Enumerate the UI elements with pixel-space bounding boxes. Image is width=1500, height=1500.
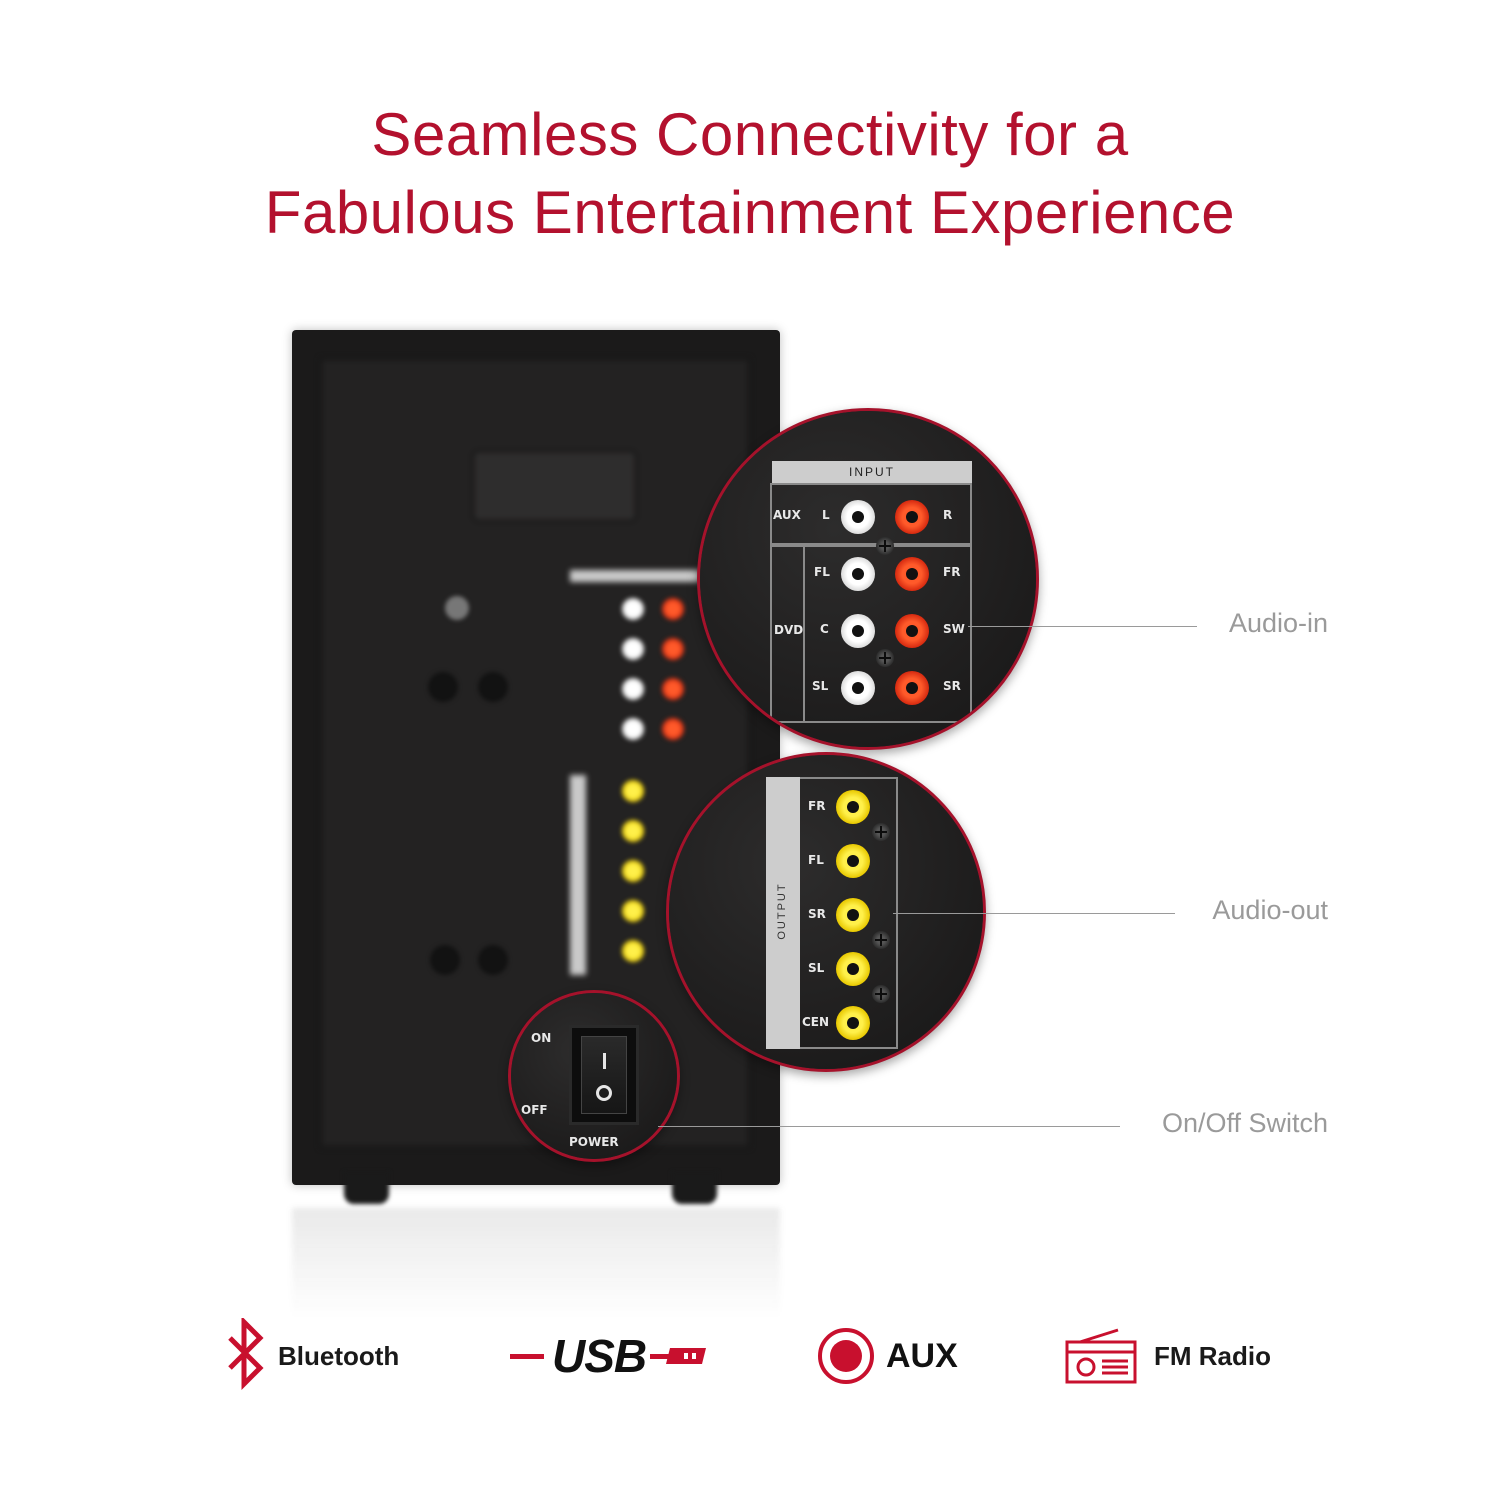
power-label: POWER — [569, 1135, 619, 1149]
jack-label: R — [943, 508, 953, 522]
jack-label: FL — [814, 565, 830, 579]
cabinet-handle — [472, 450, 637, 522]
input-jack-white — [841, 500, 875, 534]
ghost-jack — [662, 678, 684, 700]
jack-label: SL — [808, 961, 825, 975]
feature-bluetooth: Bluetooth — [226, 1316, 399, 1396]
output-jack-yellow — [836, 1006, 870, 1040]
ghost-knob — [445, 596, 469, 620]
screw-icon — [876, 537, 894, 555]
usb-label: USB — [552, 1330, 647, 1382]
ghost-input-strip — [570, 570, 700, 582]
output-title: OUTPUT — [776, 882, 788, 940]
jack-label: CEN — [802, 1015, 830, 1029]
aux-label: AUX — [886, 1336, 958, 1375]
aux-record-icon — [818, 1328, 874, 1384]
ghost-jack — [622, 678, 644, 700]
input-jack-red — [895, 671, 929, 705]
jack-label: SR — [808, 907, 826, 921]
jack-label: C — [820, 622, 829, 636]
ghost-jack — [622, 820, 644, 842]
feature-usb: USB — [510, 1316, 707, 1396]
input-jack-white — [841, 557, 875, 591]
fm-radio-label: FM Radio — [1154, 1340, 1271, 1371]
audio-out-callout-line — [893, 913, 1175, 914]
jack-label: FR — [943, 565, 961, 579]
screw-icon — [872, 823, 890, 841]
ghost-jack — [622, 598, 644, 620]
ghost-jack — [622, 780, 644, 802]
switch-callout: On/Off Switch — [1161, 1108, 1328, 1138]
screw-icon — [876, 649, 894, 667]
jack-label: FR — [808, 799, 826, 813]
ghost-knob — [478, 672, 508, 702]
input-title: INPUT — [772, 461, 972, 483]
input-jack-white — [841, 614, 875, 648]
ghost-knob — [428, 672, 458, 702]
headline-line-1: Seamless Connectivity for a — [371, 101, 1129, 168]
ghost-jack — [622, 718, 644, 740]
ghost-jack — [622, 940, 644, 962]
ghost-jack — [622, 638, 644, 660]
power-switch[interactable] — [569, 1025, 639, 1125]
output-jack-yellow — [836, 844, 870, 878]
ghost-jack — [622, 900, 644, 922]
radio-icon — [1065, 1328, 1137, 1384]
switch-on-mark — [603, 1053, 606, 1069]
input-jack-red — [895, 557, 929, 591]
feature-aux: AUX — [816, 1316, 958, 1396]
jack-label: SR — [943, 679, 961, 693]
usb-plug-icon — [650, 1348, 707, 1364]
cabinet-reflection — [292, 1208, 780, 1318]
output-jack-yellow — [836, 898, 870, 932]
headline-line-2: Fabulous Entertainment Experience — [264, 179, 1236, 246]
ghost-jack — [622, 860, 644, 882]
aux-frame — [770, 483, 972, 545]
ghost-jack — [662, 598, 684, 620]
dvd-label: DVD — [774, 623, 804, 637]
bluetooth-label: Bluetooth — [278, 1340, 400, 1371]
output-zoom-circle: OUTPUT FR FL SR SL CEN — [666, 752, 986, 1072]
aux-label: AUX — [773, 508, 801, 522]
ghost-output-strip — [570, 775, 586, 975]
usb-dash-icon — [510, 1353, 544, 1359]
cabinet-foot-left — [344, 1172, 389, 1204]
ghost-knob — [478, 945, 508, 975]
jack-label: FL — [808, 853, 824, 867]
audio-in-callout-line — [968, 626, 1197, 627]
switch-off-mark — [596, 1085, 612, 1101]
output-strip — [766, 777, 800, 1049]
output-jack-yellow — [836, 952, 870, 986]
ghost-jack — [662, 718, 684, 740]
power-zoom-circle: ON OFF POWER — [508, 990, 680, 1162]
jack-label: L — [822, 508, 830, 522]
jack-label: SL — [812, 679, 829, 693]
audio-out-callout: Audio-out — [1212, 895, 1328, 925]
switch-callout-line — [658, 1126, 1120, 1127]
audio-in-callout: Audio-in — [1228, 608, 1328, 638]
ghost-knob — [430, 945, 460, 975]
off-label: OFF — [521, 1103, 548, 1117]
ghost-jack — [662, 638, 684, 660]
input-jack-red — [895, 500, 929, 534]
on-label: ON — [531, 1031, 552, 1045]
feature-fm-radio: FM Radio — [1064, 1316, 1271, 1396]
input-jack-red — [895, 614, 929, 648]
screw-icon — [872, 985, 890, 1003]
cabinet-foot-right — [672, 1172, 717, 1204]
input-jack-white — [841, 671, 875, 705]
jack-label: SW — [943, 622, 965, 636]
screw-icon — [872, 931, 890, 949]
input-zoom-circle: INPUT AUX DVD L FL C SL R FR SW SR — [697, 408, 1039, 750]
output-jack-yellow — [836, 790, 870, 824]
bluetooth-icon — [228, 1318, 264, 1391]
headline: Seamless Connectivity for a Fabulous Ent… — [0, 96, 1500, 252]
